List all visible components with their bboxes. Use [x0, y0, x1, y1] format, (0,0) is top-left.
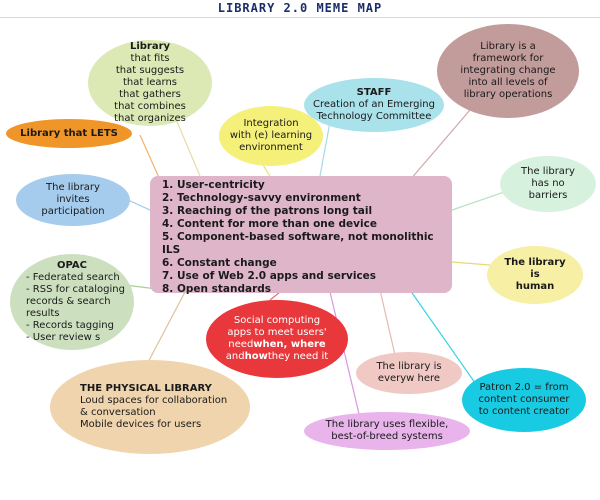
participation-line: invites [56, 194, 90, 205]
physical-line: Mobile devices for users [80, 419, 202, 430]
node-physical-library: THE PHYSICAL LIBRARY Loud spaces for col… [50, 360, 250, 454]
principle-item: 6. Constant change [162, 257, 277, 269]
social-need: need [228, 339, 254, 350]
staff-line: Technology Committee [316, 111, 432, 122]
patron-line: content consumer [478, 394, 570, 405]
barriers-line: barriers [528, 190, 568, 201]
node-integration: Integration with (e) learning environmen… [219, 106, 323, 166]
center-principles-box: 1. User-centricity 2. Technology-savvy e… [150, 176, 452, 295]
barriers-line: The library [521, 166, 575, 177]
everywhere-line: The library is [376, 361, 442, 372]
social-and: and [225, 351, 245, 362]
principle-item: 7. Use of Web 2.0 apps and services [162, 270, 377, 282]
node-library-fits: Library that fits that suggests that lea… [88, 40, 212, 126]
library-fits-line: that combines [114, 101, 186, 112]
framework-line: framework for [472, 53, 544, 64]
node-social-computing: Social computing apps to meet users' nee… [206, 300, 348, 378]
human-line: is [530, 269, 540, 280]
framework-line: Library is a [480, 41, 536, 52]
node-flexible: The library uses flexible, best-of-breed… [304, 412, 470, 450]
connector-everywhere [379, 289, 396, 356]
connector-lets [139, 134, 161, 181]
physical-title: THE PHYSICAL LIBRARY [80, 383, 212, 394]
integration-line: environment [239, 142, 303, 153]
library-fits-line: that fits [130, 53, 170, 64]
patron-line: to content creator [478, 406, 570, 417]
principle-item: 5. Component-based software, not monolit… [162, 231, 434, 256]
opac-line: - Records tagging [26, 320, 114, 331]
social-when-where: when, where [253, 339, 326, 350]
framework-line: into all levels of [468, 77, 548, 88]
node-library-lets: Library that LETS [6, 119, 132, 148]
everywhere-line: everyw here [377, 373, 441, 384]
opac-title: OPAC [57, 260, 87, 271]
node-opac: OPAC - Federated search - RSS for catalo… [10, 254, 134, 350]
framework-line: library operations [463, 89, 553, 100]
node-patron: Patron 2.0 = from content consumer to co… [462, 368, 586, 432]
principle-item: 4. Content for more than one device [162, 218, 377, 230]
connector-flexible [329, 291, 361, 419]
social-how: how [244, 351, 268, 362]
opac-line: records & search [26, 296, 111, 307]
connector-staff [319, 121, 331, 177]
node-everywhere: The library is everyw here [356, 352, 462, 394]
social-line: andhowthey need it [226, 351, 328, 363]
patron-line: Patron 2.0 = from [479, 382, 569, 393]
library-fits-line: that suggests [115, 65, 185, 76]
connector-participation [127, 199, 151, 211]
human-line: human [515, 281, 555, 292]
node-no-barriers: The library has no barriers [500, 156, 596, 212]
node-staff: STAFF Creation of an Emerging Technology… [304, 78, 444, 132]
social-line: Social computing [233, 315, 321, 326]
library-fits-line: that gathers [119, 89, 181, 100]
barriers-line: has no [531, 178, 565, 189]
node-framework: Library is a framework for integrating c… [437, 24, 579, 118]
principle-item: 2. Technology-savvy environment [162, 192, 361, 204]
integration-line: with (e) learning [229, 130, 313, 141]
social-line: apps to meet users' [227, 327, 327, 338]
opac-line: - RSS for cataloging [26, 284, 125, 295]
connector-barriers [451, 189, 511, 211]
opac-line: - User review s [26, 332, 101, 343]
opac-line: results [26, 308, 60, 319]
staff-title: STAFF [356, 87, 392, 98]
principle-item: 3. Reaching of the patrons long tail [162, 205, 373, 217]
participation-line: participation [41, 206, 105, 217]
opac-line: - Federated search [26, 272, 120, 283]
node-human: The library is human [487, 246, 583, 304]
principle-item: 1. User-centricity [162, 179, 265, 191]
connector-physical [144, 291, 186, 369]
page-title: LIBRARY 2.0 MEME MAP [217, 1, 383, 15]
connector-patron [409, 289, 481, 391]
human-line: The library [504, 257, 566, 268]
principle-item: 8. Open standards [162, 283, 272, 295]
flexible-line: best-of-breed systems [331, 431, 443, 442]
integration-line: Integration [243, 118, 299, 129]
physical-line: Loud spaces for collaboration [80, 395, 228, 406]
physical-line: & conversation [80, 407, 156, 418]
library-fits-line: that organizes [114, 113, 186, 124]
title-bar: LIBRARY 2.0 MEME MAP [0, 0, 600, 18]
social-line: needwhen, where [228, 339, 325, 351]
library-fits-line: that learns [122, 77, 178, 88]
library-fits-title: Library [129, 41, 171, 52]
connector-human [451, 261, 491, 266]
connector-framework [409, 109, 471, 181]
participation-line: The library [46, 182, 100, 193]
library-lets-label: Library that LETS [20, 127, 118, 139]
flexible-line: The library uses flexible, [325, 419, 449, 430]
connector-social [269, 291, 281, 301]
staff-line: Creation of an Emerging [313, 99, 435, 110]
social-tail: they need it [267, 351, 329, 362]
framework-line: integrating change [460, 65, 556, 76]
node-participation: The library invites participation [16, 174, 130, 226]
